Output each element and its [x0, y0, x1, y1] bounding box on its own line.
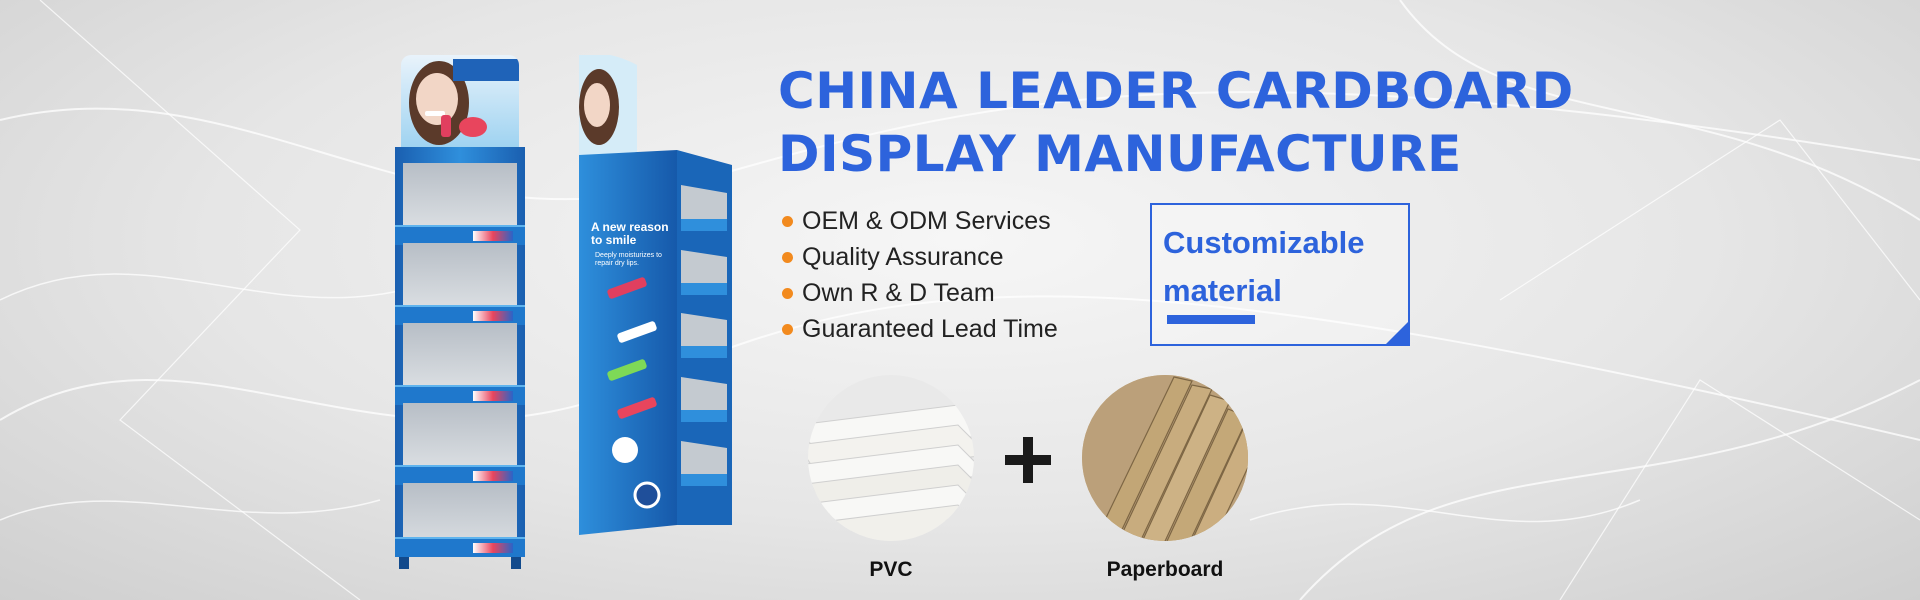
stand-shelf-lip — [395, 385, 525, 405]
pvc-label: PVC — [869, 558, 913, 581]
feature-item: Quality Assurance — [782, 239, 1058, 275]
feature-list: OEM & ODM Services Quality Assurance Own… — [782, 203, 1058, 347]
stand-ad-subline: Deeply moisturizes to repair dry lips. — [595, 252, 662, 267]
custom-box-title: Customizable material — [1163, 225, 1365, 308]
paperboard-label: Paperboard — [1106, 558, 1224, 581]
stand-shelf — [403, 243, 517, 305]
stand-shelf-lip — [395, 305, 525, 325]
orange-dot-icon — [782, 288, 793, 299]
stand-shelf — [403, 403, 517, 465]
fold-corner-icon — [1384, 320, 1410, 346]
stand-shelf — [403, 163, 517, 225]
feature-label: Own R & D Team — [802, 279, 995, 307]
orange-dot-icon — [782, 324, 793, 335]
paperboard-sheets-illustration — [1082, 375, 1248, 541]
customizable-material-box: Customizable material — [1150, 203, 1410, 346]
feature-label: Guaranteed Lead Time — [802, 315, 1058, 343]
angled-stand-illustration — [579, 55, 732, 535]
stand-header-band — [453, 59, 519, 81]
feature-label: OEM & ODM Services — [802, 207, 1051, 235]
page-title: CHINA LEADER CARDBOARD DISPLAY MANUFACTU… — [778, 60, 1574, 186]
model-face-illustration — [409, 61, 487, 145]
orange-dot-icon — [782, 216, 793, 227]
feature-item: OEM & ODM Services — [782, 203, 1058, 239]
stand-shelf — [403, 483, 517, 545]
stand-body — [395, 147, 525, 557]
custom-box-underline — [1167, 315, 1255, 324]
feature-item: Guaranteed Lead Time — [782, 311, 1058, 347]
display-stand-angled: A new reason to smile Deeply moisturizes… — [577, 55, 737, 555]
stand-foot — [399, 557, 409, 569]
title-line-2: DISPLAY MANUFACTURE — [778, 125, 1462, 183]
stand-header-card — [401, 55, 519, 147]
stand-shelf-lip — [395, 537, 525, 557]
stand-shelf-lip — [395, 465, 525, 485]
stand-ad-headline: A new reason to smile — [591, 220, 669, 247]
stand-foot — [511, 557, 521, 569]
feature-item: Own R & D Team — [782, 275, 1058, 311]
stand-shelf — [403, 323, 517, 385]
paperboard-material-image — [1082, 375, 1248, 541]
pvc-sheets-illustration — [808, 375, 974, 541]
stand-shelf-lip — [395, 225, 525, 245]
plus-icon — [1005, 437, 1051, 483]
display-stand-front — [395, 55, 525, 569]
title-line-1: CHINA LEADER CARDBOARD — [778, 62, 1574, 120]
orange-dot-icon — [782, 252, 793, 263]
feature-label: Quality Assurance — [802, 243, 1004, 271]
pvc-material-image — [808, 375, 974, 541]
